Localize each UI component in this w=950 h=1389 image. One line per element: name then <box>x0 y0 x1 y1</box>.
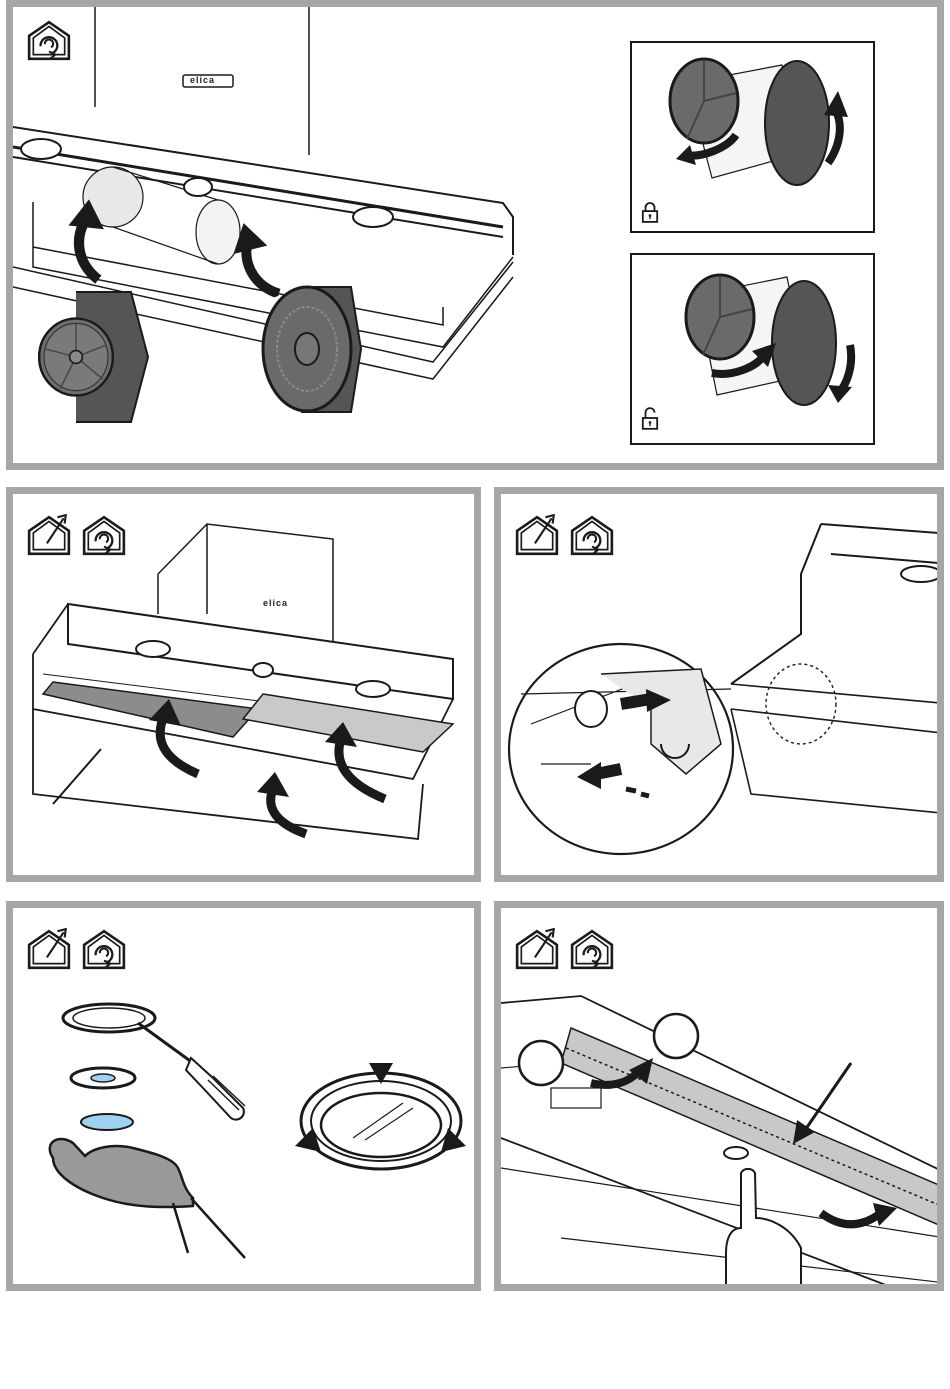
filter-unlock-panel <box>630 253 875 445</box>
lock-open-icon <box>641 405 659 431</box>
light-strip-illustration <box>501 908 944 1291</box>
lock-closed-icon <box>641 201 659 223</box>
panel-panel-hinge-detail <box>494 487 944 882</box>
hinge-zoom-illustration <box>501 494 944 882</box>
lamp-disassembly-illustration <box>13 908 481 1291</box>
brand-logo: elica <box>190 75 215 85</box>
panel-light-strip-removal <box>494 901 944 1291</box>
panel-carbon-filter-install: elica <box>6 0 944 470</box>
hood-front-illustration <box>13 494 481 882</box>
filter-lock-panel <box>630 41 875 233</box>
panel-lamp-replacement <box>6 901 481 1291</box>
panel-grease-filter-removal: elica <box>6 487 481 882</box>
hood-underside-illustration <box>13 7 613 467</box>
brand-logo: elica <box>263 598 288 608</box>
